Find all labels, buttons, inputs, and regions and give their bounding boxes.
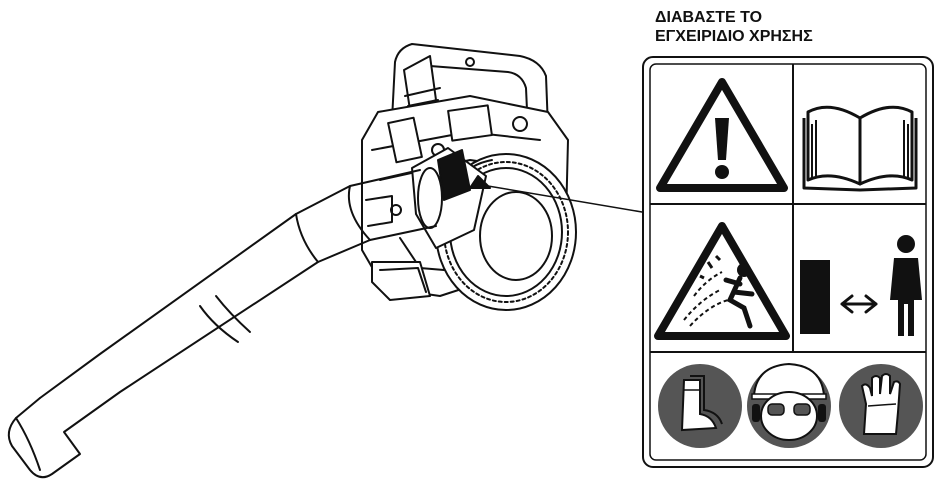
heading-line-1: ΔΙΑΒΑΣΤΕ ΤΟ — [655, 9, 763, 26]
blower-outlet-connector — [411, 147, 487, 249]
blower-base — [371, 261, 431, 301]
protective-gloves-icon — [839, 364, 923, 448]
protective-boots-icon — [658, 364, 742, 448]
heading-line-2: ΕΓΧΕΙΡΙΔΙΟ ΧΡΗΣΗΣ — [655, 28, 813, 45]
open-manual-book-icon — [802, 105, 918, 192]
safety-label — [642, 56, 934, 468]
warning-triangle-icon — [656, 78, 788, 192]
leaf-blower-drawing — [7, 43, 643, 479]
blower-tube — [7, 169, 437, 479]
callout-leader-line — [487, 185, 643, 213]
helmet-goggles-earmuffs-icon — [747, 362, 831, 448]
bystander-distance-icon — [800, 235, 922, 336]
flying-debris-warning-icon — [654, 222, 790, 340]
read-manual-heading: ΔΙΑΒΑΣΤΕ ΤΟ ΕΓΧΕΙΡΙΔΙΟ ΧΡΗΣΗΣ — [655, 8, 915, 46]
label-location-arrow — [469, 175, 491, 189]
